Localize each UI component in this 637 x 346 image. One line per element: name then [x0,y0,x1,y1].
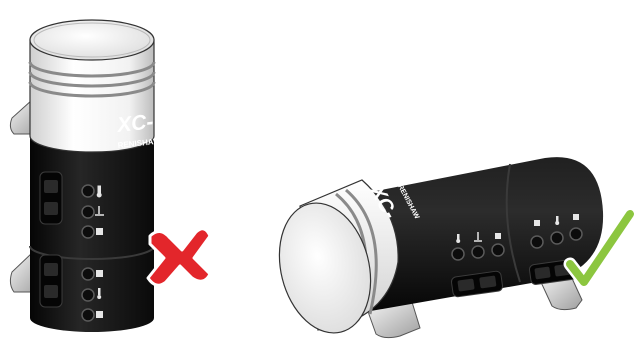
air-sensor-symbol-icon [96,228,103,235]
thermometer-symbol-icon [97,186,101,197]
air-sensor-symbol-icon [96,311,103,318]
left-unit-vertical: XC- RENISHAW [10,20,210,332]
air-sensor-symbol-icon [573,214,579,220]
right-unit-horizontal: XC- RENISHAW [266,157,630,341]
left-unit-cap-top [30,20,154,60]
left-unit-brand-text: XC- [115,110,154,137]
left-unit-connector-sockets-upper [40,172,62,224]
left-unit-connector-sockets-lower [40,255,62,307]
air-sensor-symbol-icon [534,220,540,226]
air-sensor-symbol-icon [495,233,501,239]
left-unit-ports-lower [82,268,103,321]
red-cross-icon [148,229,210,285]
air-sensor-symbol-icon [96,270,103,277]
